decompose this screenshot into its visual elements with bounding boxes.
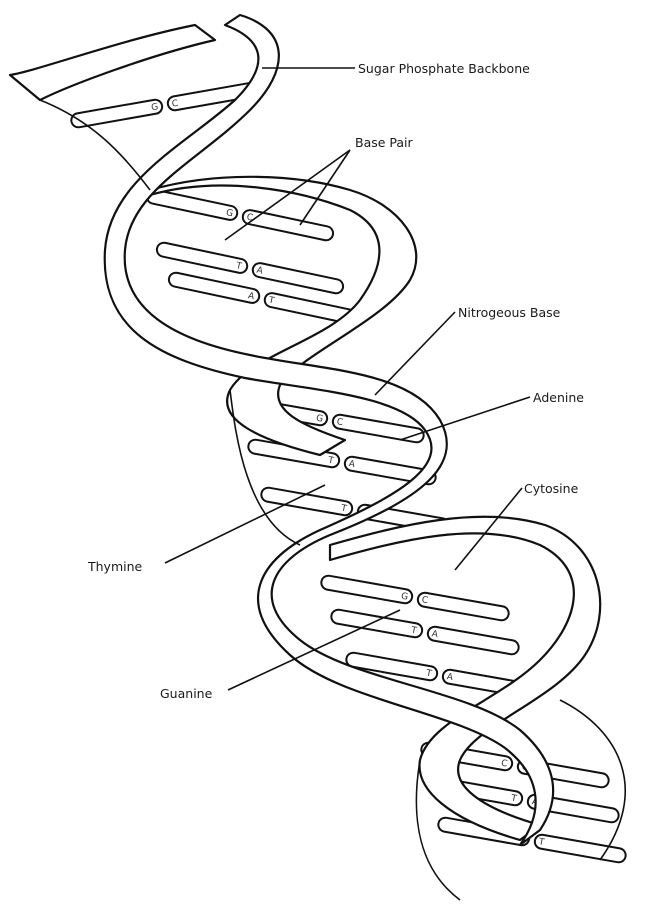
label-cytosine: Cytosine <box>524 481 579 496</box>
label-guanine: Guanine <box>160 686 213 701</box>
label-sugar-phosphate-backbone: Sugar Phosphate Backbone <box>358 61 530 76</box>
nitrogenous-base-right <box>417 592 510 622</box>
nitrogenous-base-left <box>260 487 353 517</box>
label-base-pair: Base Pair <box>355 135 414 150</box>
nitrogenous-base-right <box>427 626 520 656</box>
nitrogenous-base-right <box>251 262 344 295</box>
backbone-strand-back <box>10 25 600 840</box>
nitrogenous-base-left <box>320 575 413 605</box>
label-thymine: Thymine <box>87 559 143 574</box>
leader-nitrogeous <box>375 312 455 395</box>
label-adenine: Adenine <box>533 390 584 405</box>
backbone-strand-front <box>105 15 553 845</box>
label-nitrogeous-base: Nitrogeous Base <box>458 305 561 320</box>
nitrogenous-base-left <box>330 609 423 639</box>
nitrogenous-base-right <box>241 209 334 242</box>
